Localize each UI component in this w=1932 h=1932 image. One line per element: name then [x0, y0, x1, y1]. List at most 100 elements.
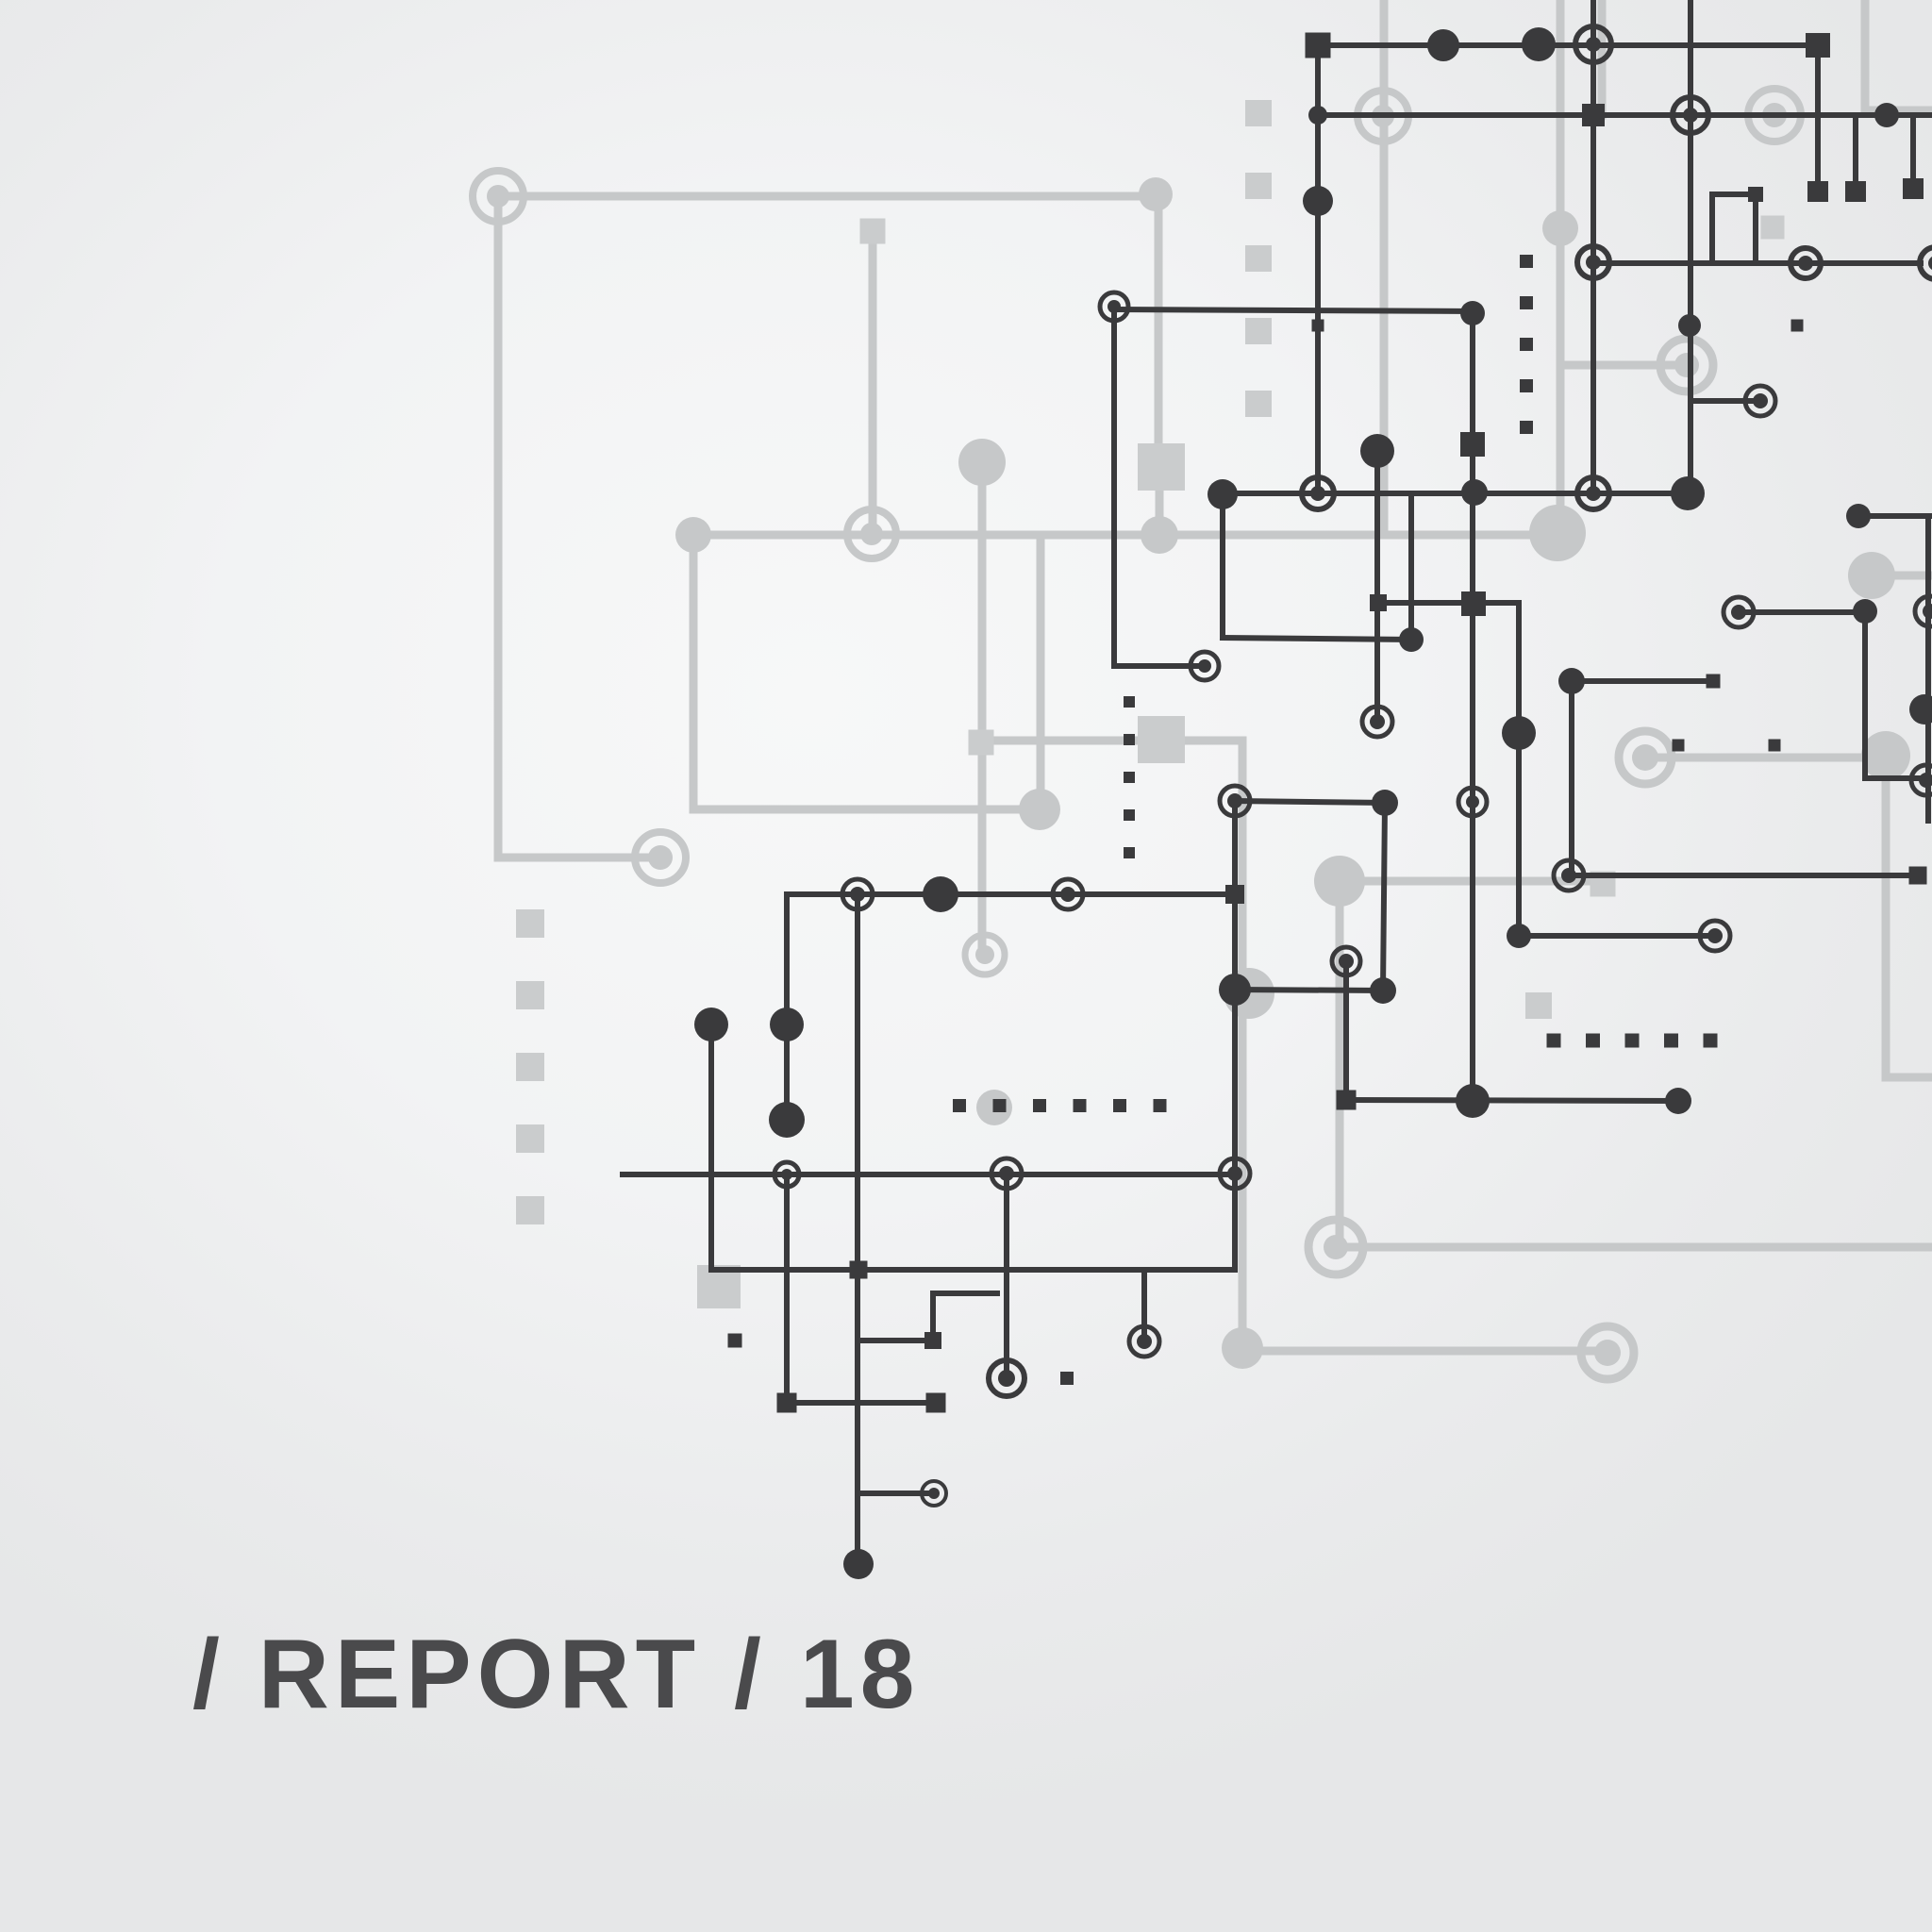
- dark-node-ring-core: [1137, 1334, 1152, 1349]
- dark-node-dot: [1665, 1088, 1691, 1114]
- dark-node-ring-core: [781, 1169, 792, 1180]
- dark-node-ring: [1097, 290, 1131, 324]
- gray-node-dot: [1314, 856, 1365, 907]
- dark-node-dot: [1522, 27, 1556, 61]
- gray-node-dot: [1542, 210, 1578, 246]
- dark-node-dot: [1558, 668, 1585, 694]
- dark-connector-line: [1379, 799, 1389, 994]
- gray-node-ring: [631, 828, 690, 887]
- dark-node-ring: [1329, 944, 1363, 978]
- dark-node-dot: [1456, 1084, 1490, 1118]
- dark-node-dot: [1360, 434, 1394, 468]
- dark-node-ring-core: [1466, 795, 1479, 808]
- report-caption: / REPORT / 18: [192, 1620, 921, 1729]
- dark-node-ring-core: [1683, 108, 1698, 123]
- gray-node-dot: [675, 517, 711, 553]
- dark-node-ring: [1456, 785, 1490, 819]
- dark-node-dot: [1671, 476, 1705, 510]
- dark-node-dot: [1909, 694, 1932, 724]
- dark-node-ring-core: [1798, 256, 1813, 271]
- dark-node-ring-core: [1198, 659, 1211, 673]
- dark-node-square: [1033, 1099, 1046, 1112]
- dark-node-ring: [920, 1479, 948, 1507]
- dark-node-square: [1806, 33, 1830, 58]
- dark-node-square: [1664, 1033, 1678, 1048]
- dark-node-dot: [694, 1008, 728, 1041]
- dark-node-square: [1624, 1033, 1640, 1048]
- dark-node-ring-core: [1731, 605, 1746, 620]
- gray-node-square: [516, 1053, 544, 1081]
- dark-node-square: [1845, 181, 1866, 202]
- gray-node-square: [516, 909, 544, 938]
- dark-node-dot: [769, 1102, 805, 1138]
- gray-node-dot: [1222, 1327, 1263, 1369]
- dark-node-square: [925, 1392, 946, 1413]
- dark-node-ring-core: [850, 887, 865, 902]
- dark-node-ring-core: [928, 1488, 940, 1499]
- gray-node-square: [1525, 992, 1552, 1019]
- dark-node-square: [1124, 696, 1135, 708]
- dark-node-square: [1461, 591, 1486, 616]
- dark-node-dot: [1678, 314, 1701, 337]
- dark-node-ring-core: [1919, 773, 1932, 788]
- dark-node-ring-core: [1561, 868, 1576, 883]
- gray-node-ring: [1656, 334, 1718, 396]
- dark-connector-line: [1231, 797, 1389, 807]
- gray-node-square: [1138, 716, 1185, 763]
- dark-node-square: [992, 1099, 1007, 1112]
- gray-node-square: [1245, 173, 1272, 199]
- dark-node-ring-core: [1586, 486, 1601, 501]
- dark-node-square: [1672, 739, 1685, 752]
- dark-node-ring-core: [999, 1166, 1014, 1181]
- dark-node-ring-core: [1586, 37, 1601, 52]
- dark-connector-line: [1231, 986, 1387, 994]
- dark-node-square: [849, 1260, 868, 1279]
- dark-node-ring: [989, 1156, 1024, 1191]
- dark-node-square: [1520, 338, 1533, 351]
- dark-node-square: [1124, 772, 1135, 783]
- dark-node-ring-core: [1586, 255, 1601, 270]
- dark-node-square: [1370, 594, 1387, 611]
- gray-node-ring-core: [1632, 744, 1658, 771]
- dark-node-ring: [772, 1159, 802, 1190]
- gray-node-ring-core: [975, 945, 994, 964]
- dark-node-ring-core: [998, 1370, 1015, 1387]
- dark-node-dot: [1308, 106, 1327, 125]
- dark-node-dot: [1372, 790, 1398, 816]
- dark-node-ring: [1917, 244, 1932, 282]
- dark-node-square: [1305, 32, 1331, 58]
- gray-node-ring: [961, 931, 1008, 978]
- dark-node-square: [924, 1332, 941, 1349]
- dark-node-ring: [1670, 94, 1711, 136]
- dark-node-square: [1520, 379, 1533, 392]
- dark-node-ring: [1697, 918, 1733, 954]
- dark-node-ring: [1573, 24, 1614, 65]
- dark-node-dot: [923, 876, 958, 912]
- gray-node-square: [1245, 391, 1272, 417]
- gray-node-ring-core: [1594, 1340, 1621, 1366]
- dark-node-square: [1225, 885, 1244, 904]
- dark-node-square: [1060, 1372, 1074, 1385]
- dark-node-square: [953, 1099, 966, 1112]
- dark-node-square: [1520, 296, 1533, 309]
- dark-node-ring: [1359, 704, 1395, 740]
- gray-node-ring-core: [1324, 1235, 1348, 1259]
- dark-node-square: [1336, 1090, 1357, 1110]
- dark-connector-line: [1342, 1096, 1682, 1105]
- dark-node-square: [1903, 178, 1924, 199]
- dark-node-ring-core: [1339, 954, 1354, 969]
- gray-node-ring-core: [1674, 353, 1699, 377]
- gray-node-square: [1245, 245, 1272, 272]
- dark-node-dot: [1303, 186, 1333, 216]
- dark-node-dot: [1507, 924, 1531, 948]
- gray-layer: [469, 0, 1932, 1384]
- dark-connector-line: [1219, 634, 1415, 643]
- dark-node-dot: [1370, 977, 1396, 1004]
- dark-node-square: [727, 1333, 742, 1348]
- dark-node-square: [1748, 187, 1763, 202]
- dark-node-square: [1153, 1099, 1167, 1112]
- dark-node-ring: [1788, 245, 1824, 281]
- dark-node-dot: [1399, 627, 1424, 652]
- gray-node-dot: [958, 439, 1006, 486]
- gray-node-dot: [1861, 731, 1910, 780]
